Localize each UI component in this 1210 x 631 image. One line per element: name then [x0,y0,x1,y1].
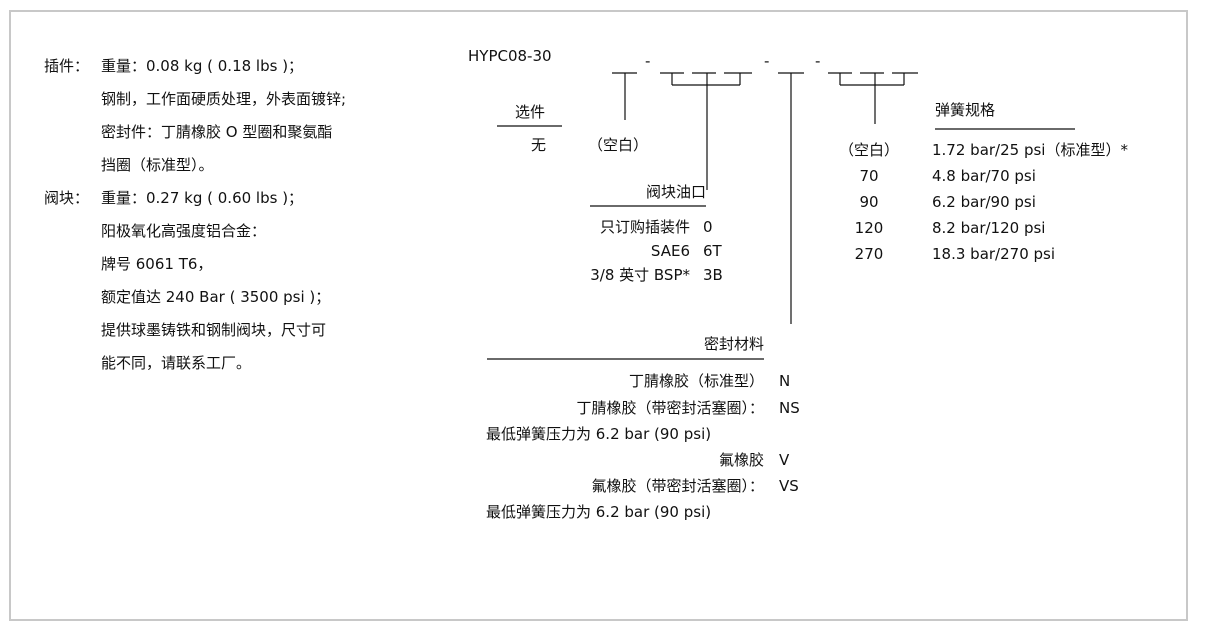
insert-seals-cont: 挡圈（标准型）。 [101,156,214,174]
spring-desc: 6.2 bar/90 psi [932,193,1036,211]
option-desc: 无 [531,136,547,154]
insert-material: 钢制，工作面硬质处理，外表面镀锌; [101,90,347,108]
block-options: 提供球墨铸铁和钢制阀块，尺寸可 [101,321,327,339]
block-rating: 额定值达 240 Bar ( 3500 psi )； [101,288,331,306]
seal-desc: 丁腈橡胶（标准型） [628,372,764,390]
spring-code: 90 [859,193,879,211]
options-header: 选件 [515,103,546,121]
spring-desc: 8.2 bar/120 psi [932,219,1046,237]
block-material: 阳极氧化高强度铝合金： [101,222,267,240]
block-label: 阀块： [44,189,90,207]
insert-label: 插件： [44,57,90,75]
port-desc: 只订购插装件 [599,218,690,236]
block-options-cont: 能不同，请联系工厂。 [101,354,252,372]
seal-code: NS [779,399,800,417]
seal-desc: 氟橡胶 [718,451,764,469]
seals-header: 密封材料 [703,335,764,353]
option-code: （空白） [588,136,649,154]
seal-code: N [779,372,791,390]
springs-header: 弹簧规格 [935,101,996,119]
port-code: 6T [703,242,722,260]
insert-seals: 密封件：丁腈橡胶 O 型圈和聚氨酯 [101,123,333,141]
spring-desc: 1.72 bar/25 psi（标准型）* [932,141,1128,159]
port-desc: 3/8 英寸 BSP* [590,266,690,284]
ports-header: 阀块油口 [645,183,706,201]
code-separator-3: - [815,52,821,70]
model-code-base: HYPC08-30 [468,47,552,65]
code-separator-1: - [645,52,651,70]
seal-code: V [779,451,790,469]
spring-code: （空白） [838,141,899,159]
spring-desc: 4.8 bar/70 psi [932,167,1036,185]
seal-desc: 丁腈橡胶（带密封活塞圈）： [576,399,764,417]
port-code: 0 [703,218,713,236]
spring-code: 70 [859,167,879,185]
block-grade: 牌号 6061 T6， [101,255,213,273]
seal-note: 最低弹簧压力为 6.2 bar (90 psi) [486,425,712,443]
port-desc: SAE6 [650,242,690,260]
seal-code: VS [779,477,799,495]
seal-note: 最低弹簧压力为 6.2 bar (90 psi) [486,503,712,521]
spring-desc: 18.3 bar/270 psi [932,245,1056,263]
spring-code: 120 [854,219,884,237]
seal-desc: 氟橡胶（带密封活塞圈）： [591,477,764,495]
insert-weight: 重量：0.08 kg ( 0.18 lbs )； [101,57,304,75]
block-weight: 重量：0.27 kg ( 0.60 lbs )； [101,189,304,207]
port-code: 3B [703,266,723,284]
page-frame [9,10,1188,621]
code-separator-2: - [764,52,770,70]
spring-code: 270 [854,245,884,263]
